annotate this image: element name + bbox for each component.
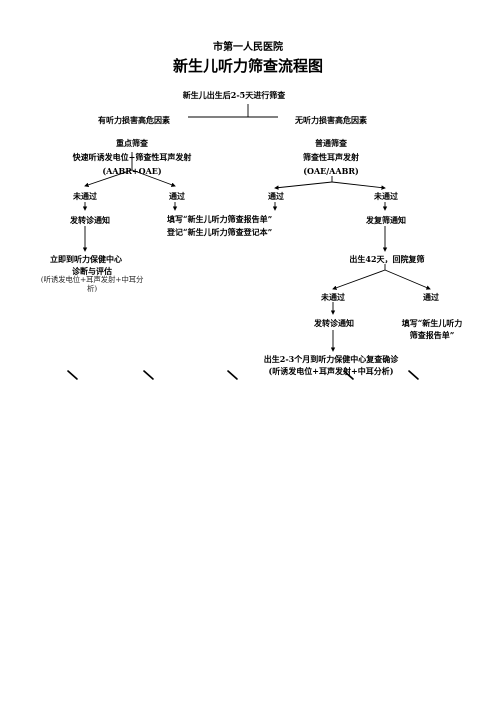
risk-pass-label: 通过 (169, 191, 185, 201)
risk-pass-action-register: 登记“新生儿听力筛查登记本” (167, 227, 273, 237)
risk-branch-label: 有听力损害高危因素 (98, 115, 170, 125)
norisk-pass-label: 通过 (268, 191, 284, 201)
final-diagnosis-tests: (听诱发电位+耳声发射+中耳分析) (268, 366, 394, 376)
norisk-branch-label: 无听力损害高危因素 (295, 115, 367, 125)
rescreen-pass-label: 通过 (423, 292, 439, 302)
root-node: 新生儿出生后2-5天进行筛查 (182, 90, 286, 100)
risk-referral-diagnosis: 诊断与评估 (72, 266, 112, 276)
rescreen-pass-action-1: 填写“新生儿听力 (401, 318, 463, 328)
risk-fail-action: 发转诊通知 (70, 215, 110, 225)
rescreen-pass-action-2: 筛查报告单” (409, 330, 455, 340)
rescreen-fail-label: 未通过 (321, 292, 345, 302)
norisk-fail-label: 未通过 (374, 191, 398, 201)
norisk-screen-method: 筛查性耳声发射 (303, 152, 359, 162)
risk-screen-title: 重点筛查 (116, 138, 148, 148)
risk-referral-tests: (听诱发电位+耳声发射+中耳分 (40, 275, 144, 284)
norisk-fail-action: 发复筛通知 (366, 215, 406, 225)
rescreen-fail-action: 发转诊通知 (314, 318, 354, 328)
risk-screen-abbr: (AABR+OAE) (102, 166, 162, 176)
risk-screen-method: 快速听诱发电位+筛查性耳声发射 (72, 152, 192, 162)
final-diagnosis: 出生2-3个月到听力保健中心复查确诊 (263, 354, 399, 364)
risk-pass-action-report: 填写“新生儿听力筛查报告单” (167, 214, 273, 224)
hospital-name: 市第一人民医院 (213, 42, 283, 53)
norisk-screen-abbr: (OAE/AABR) (303, 166, 359, 176)
norisk-screen-title: 普通筛查 (315, 138, 347, 148)
risk-referral-center: 立即到听力保健中心 (50, 254, 122, 264)
norisk-rescreen: 出生42天，回院复筛 (349, 254, 425, 264)
page-title: 新生儿听力筛查流程图 (172, 57, 324, 75)
risk-referral-tests-end: 析) (86, 284, 98, 293)
risk-fail-label: 未通过 (73, 191, 97, 201)
